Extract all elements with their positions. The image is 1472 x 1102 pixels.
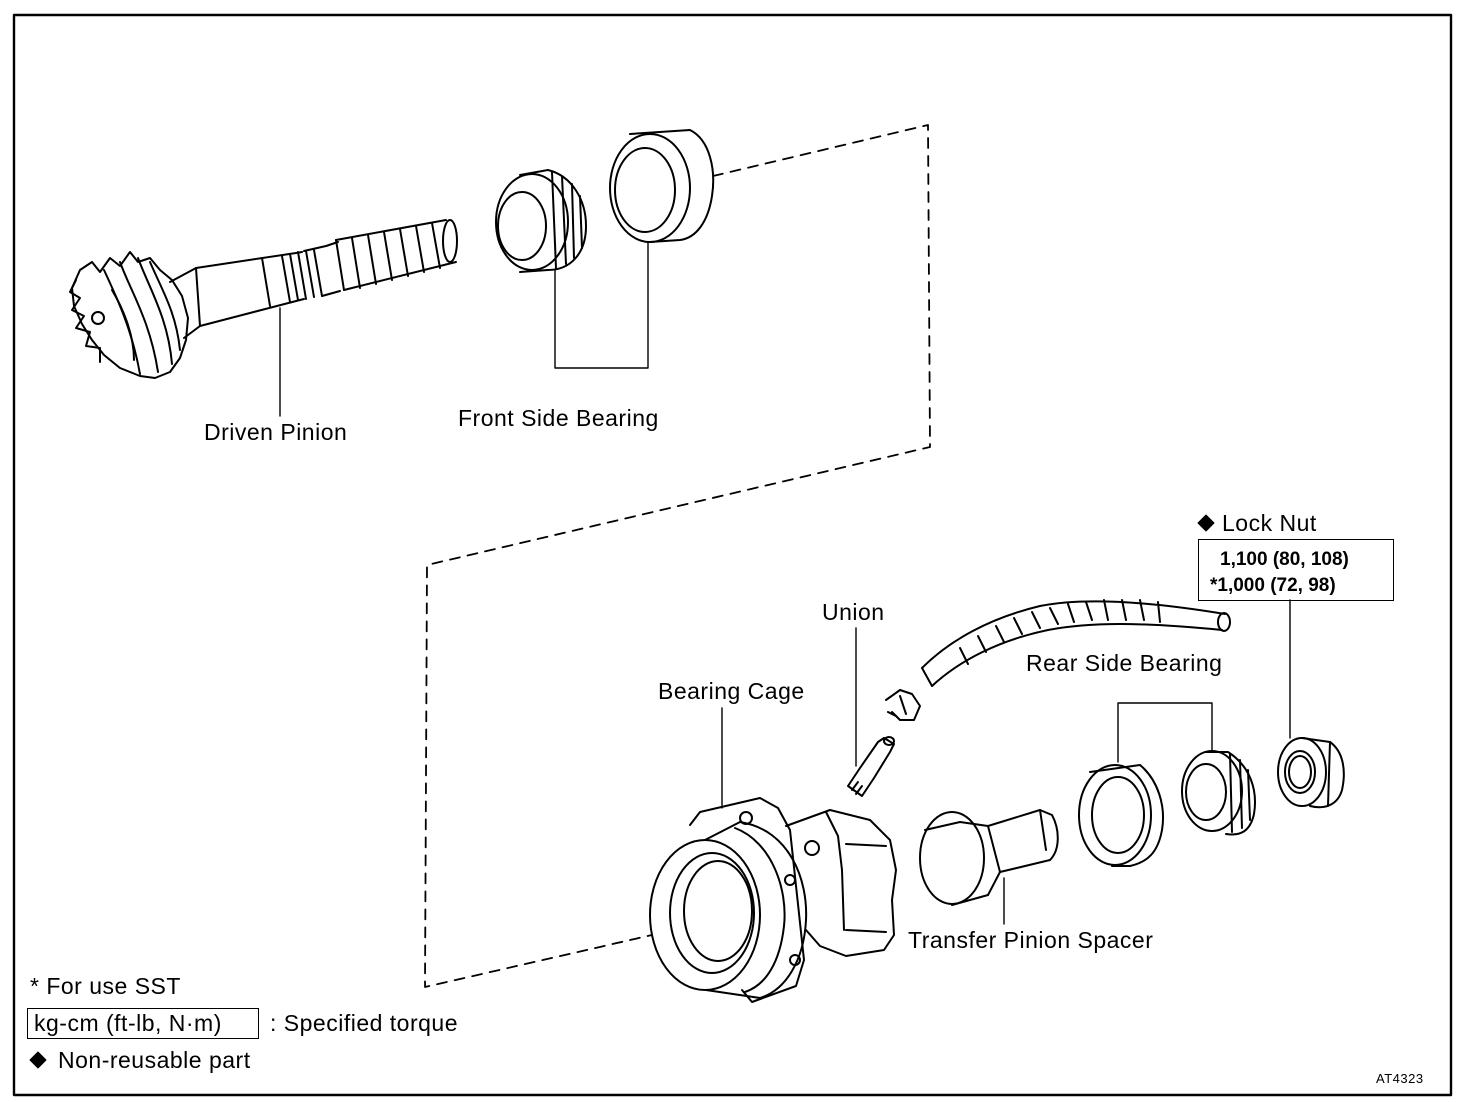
lock-nut-drawing: [1277, 737, 1345, 809]
label-driven-pinion: Driven Pinion: [204, 419, 348, 445]
label-front-side-bearing: Front Side Bearing: [458, 405, 659, 431]
legend-torque-units: kg-cm (ft-lb, N·m): [34, 1010, 222, 1036]
leader-rear-side-bearing: [1117, 702, 1213, 763]
torque-spec-box: [1198, 539, 1394, 601]
front-side-bearing-cone: [495, 169, 587, 273]
torque-sst: *1,000 (72, 98): [1210, 575, 1336, 596]
torque-standard: 1,100 (80, 108): [1220, 549, 1349, 570]
label-rear-side-bearing: Rear Side Bearing: [1026, 650, 1223, 676]
label-lock-nut: Lock Nut: [1222, 510, 1317, 536]
legend-torque-desc: : Specified torque: [270, 1010, 459, 1036]
legend-nonreusable: Non-reusable part: [58, 1047, 251, 1073]
dashed-assembly-outline: [424, 124, 931, 988]
breather-hose: [921, 599, 1231, 687]
legend-torque-box: [27, 1008, 259, 1039]
figure-code: AT4323: [1376, 1071, 1424, 1086]
front-side-bearing-cup: [609, 129, 715, 243]
leader-front-side-bearing: [554, 241, 649, 369]
union-fitting: [847, 736, 895, 797]
hose-clip: [885, 689, 921, 721]
figure-frame: [12, 13, 1453, 1097]
label-union: Union: [822, 599, 885, 625]
label-bearing-cage: Bearing Cage: [658, 678, 805, 704]
driven-pinion-drawing: [69, 219, 458, 379]
diamond-icon: [29, 1051, 47, 1069]
transfer-pinion-spacer: [919, 809, 1059, 906]
diamond-icon: [1197, 514, 1215, 532]
legend-sst-note: * For use SST: [30, 973, 181, 999]
rear-side-bearing-cup: [1078, 764, 1164, 867]
label-transfer-pinion-spacer: Transfer Pinion Spacer: [908, 927, 1154, 953]
bearing-cage-drawing: [649, 797, 897, 1003]
rear-side-bearing-cone: [1181, 750, 1256, 836]
